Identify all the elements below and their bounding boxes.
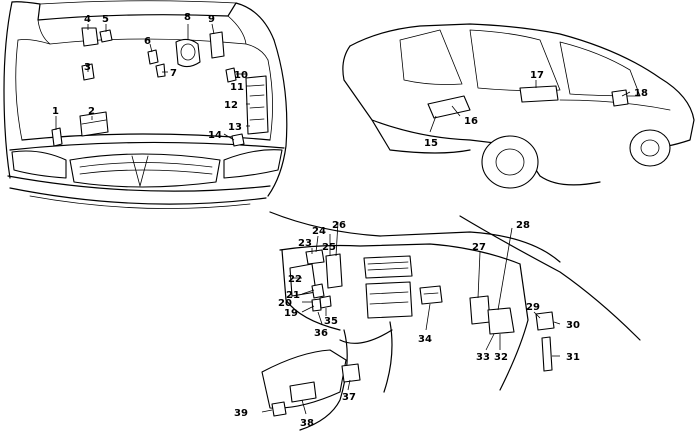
callout-32: 32 xyxy=(494,352,508,363)
callout-15: 15 xyxy=(424,138,438,149)
callout-29: 29 xyxy=(526,302,540,313)
callout-31: 31 xyxy=(566,352,580,363)
leader-lines xyxy=(55,23,631,415)
callout-7: 7 xyxy=(170,68,177,79)
callout-8: 8 xyxy=(184,12,191,23)
callout-21: 21 xyxy=(286,290,300,301)
callout-36: 36 xyxy=(314,328,328,339)
callout-37: 37 xyxy=(342,392,356,403)
callout-24: 24 xyxy=(312,226,326,237)
callout-22: 22 xyxy=(288,274,302,285)
callout-5: 5 xyxy=(102,14,109,25)
callout-10: 10 xyxy=(234,70,248,81)
callout-38: 38 xyxy=(300,418,314,429)
callout-18: 18 xyxy=(634,88,648,99)
callout-30: 30 xyxy=(566,320,580,331)
callout-13: 13 xyxy=(228,122,242,133)
callout-19: 19 xyxy=(284,308,298,319)
callout-34: 34 xyxy=(418,334,432,345)
callout-26: 26 xyxy=(332,220,346,231)
callout-35: 35 xyxy=(324,316,338,327)
vehicle-side-view xyxy=(342,23,695,189)
callout-14: 14 xyxy=(208,130,222,141)
callout-17: 17 xyxy=(530,70,544,81)
callout-4: 4 xyxy=(84,14,91,25)
callout-27: 27 xyxy=(472,242,486,253)
engine-compartment-view xyxy=(3,0,288,209)
callout-39: 39 xyxy=(234,408,248,419)
callout-3: 3 xyxy=(84,62,91,73)
callout-6: 6 xyxy=(144,36,151,47)
callout-25: 25 xyxy=(322,242,336,253)
callout-1: 1 xyxy=(52,106,59,117)
callout-20: 20 xyxy=(278,298,292,309)
callout-2: 2 xyxy=(88,106,95,117)
callout-11: 11 xyxy=(230,82,244,93)
callout-12: 12 xyxy=(224,100,238,111)
callout-16: 16 xyxy=(464,116,478,127)
callout-28: 28 xyxy=(516,220,530,231)
callout-33: 33 xyxy=(476,352,490,363)
callout-9: 9 xyxy=(208,14,215,25)
callout-23: 23 xyxy=(298,238,312,249)
instrument-panel-view xyxy=(261,211,641,431)
callout-labels: 1 2 3 4 5 6 7 8 9 10 11 12 13 14 15 16 1… xyxy=(52,12,648,429)
